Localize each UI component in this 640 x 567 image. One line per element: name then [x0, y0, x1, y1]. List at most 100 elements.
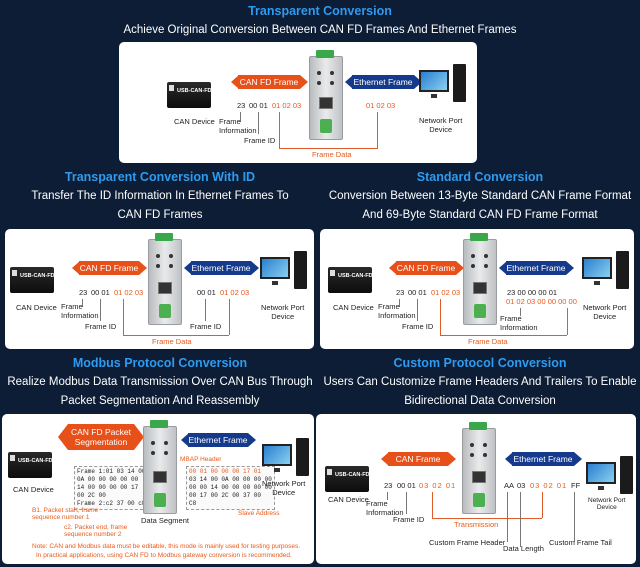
- section1-title: Transparent Conversion: [248, 4, 392, 18]
- can-line-2: 0A 00 00 00 00 00: [77, 476, 139, 484]
- section5-panel: USB-CAN-FD CAN Device CAN Frame 23 00 01…: [316, 414, 636, 564]
- can-ethernet-gateway: [309, 50, 343, 140]
- section4-subtitle-line2: Packet Segmentation And Reassembly: [60, 395, 260, 407]
- can-ethernet-gateway: [148, 233, 182, 325]
- can-bytes-data: 01 02 03: [431, 288, 461, 297]
- ethernet-frame-arrow: Ethernet Frame: [191, 261, 251, 275]
- can-bytes-id: 00 01: [397, 481, 416, 490]
- can-line-4: 00 2C 00: [77, 492, 106, 500]
- eth-line-3: 00 00 14 00 00 00 00 00: [189, 484, 272, 492]
- frame-information-label: Frame Information: [366, 499, 404, 517]
- can-bytes-data: 03 02 01: [419, 481, 457, 490]
- ethernet-frame-arrow: Ethernet Frame: [188, 433, 248, 447]
- section2-subtitle-line2: CAN FD Frames: [117, 209, 203, 221]
- can-bytes-id: 00 01: [408, 288, 427, 297]
- eth-bytes-data: 01 02 03 00 00 00 00: [506, 297, 577, 306]
- section4-title: Modbus Protocol Conversion: [72, 356, 248, 370]
- can-fd-packet-segmentation-arrow: CAN FD Packet Segmentation: [68, 424, 134, 450]
- can-fd-frame-arrow: CAN FD Frame: [79, 261, 139, 275]
- can-device-label: CAN Device: [333, 303, 374, 312]
- can-bytes-info: 23: [384, 481, 393, 490]
- network-port-device-label: Network Port Device: [419, 116, 463, 134]
- frame-id-label: Frame ID: [244, 136, 276, 145]
- section5-subtitle-line1: Users Can Customize Frame Headers And Tr…: [323, 376, 637, 388]
- usb-can-fd-device: USB-CAN-FD: [328, 267, 373, 293]
- can-frame-arrow: CAN Frame: [388, 452, 448, 466]
- eth-bytes-head: AA: [504, 481, 515, 490]
- note-line-1: Note: CAN and Modbus data must be editab…: [32, 543, 301, 550]
- eth-bytes-data: 03 02 01: [530, 481, 568, 490]
- eth-bytes-head: 23 00 00 00 01: [507, 288, 558, 297]
- custom-frame-header-label: Custom Frame Header: [429, 538, 506, 547]
- can-bytes-info: 23: [237, 101, 246, 110]
- eth-bytes-len: 03: [517, 481, 526, 490]
- frame-data-label: Frame Data: [152, 337, 192, 346]
- ethernet-frame-arrow: Ethernet Frame: [352, 75, 414, 89]
- frame-information-label-eth: Frame Information: [500, 314, 538, 332]
- frame-id-label: Frame ID: [393, 515, 425, 524]
- ethernet-frame-arrow: Ethernet Frame: [512, 452, 574, 466]
- section4-panel: USB-CAN-FD CAN Device CAN FD Packet Segm…: [2, 414, 314, 564]
- network-port-device-label: Network Port Device: [262, 479, 306, 497]
- can-fd-frame-arrow: CAN FD Frame: [238, 75, 300, 89]
- can-frame-data-block: Frame 1:01 03 14 00 0A 00 00 00 00 00 14…: [74, 466, 149, 511]
- packet-end-note: c2. Packet end, frame sequence number 2: [64, 524, 128, 539]
- ethernet-frame-data-block: 00 01 00 00 00 17 01 03 14 00 0A 00 00 0…: [186, 466, 275, 511]
- ethernet-frame-arrow: Ethernet Frame: [506, 261, 566, 275]
- can-ethernet-gateway: [462, 422, 496, 514]
- eth-line-4: 00 17 00 2C 00 37 00: [189, 492, 262, 500]
- section2-subtitle-line1: Transfer The ID Information In Ethernet …: [31, 190, 289, 202]
- can-fd-frame-arrow: CAN FD Frame: [396, 261, 456, 275]
- eth-bytes-data: 01 02 03: [220, 288, 250, 297]
- data-segment-label: Data Segment: [141, 516, 189, 525]
- usb-can-fd-device: USB-CAN-FD: [8, 452, 53, 478]
- can-device-label: CAN Device: [174, 117, 215, 126]
- frame-data-label: Frame Data: [468, 337, 508, 346]
- network-port-device-label: Network Port Device: [261, 303, 305, 321]
- mbap-header-label: MBAP Header: [180, 456, 222, 463]
- section2-panel: USB-CAN-FD CAN Device CAN FD Frame 23 00…: [5, 229, 314, 349]
- frame-information-label: Frame Information: [219, 117, 257, 135]
- eth-bytes-id: 00 01: [197, 288, 216, 297]
- can-device-label: CAN Device: [13, 485, 54, 494]
- can-bytes-id: 00 01: [91, 288, 110, 297]
- can-ethernet-gateway: [143, 420, 177, 514]
- section3-title: Standard Conversion: [416, 170, 544, 184]
- usb-can-fd-device: USB-CAN-FD: [167, 82, 212, 108]
- packet-start-note: B1. Packet start, frame sequence number …: [32, 507, 99, 522]
- section1-panel: USB-CAN-FD CAN Device CAN FD Frame 23 00…: [119, 42, 477, 163]
- section1-subtitle: Achieve Original Conversion Between CAN …: [123, 24, 517, 36]
- slave-address-label: Slave Address: [238, 510, 280, 517]
- eth-line-1: 00 01 00 00 00 17 01: [189, 468, 262, 475]
- can-line-1: Frame 1:01 03 14 00: [77, 468, 146, 475]
- transmission-label: Transmission: [454, 520, 499, 529]
- frame-id-label-eth: Frame ID: [190, 322, 222, 331]
- can-line-5: Frame 2:c2 37 00 c8: [77, 500, 146, 508]
- data-length-label: Data Length: [503, 544, 544, 553]
- frame-information-label: Frame Information: [61, 302, 99, 320]
- can-bytes-id: 00 01: [249, 101, 268, 110]
- section3-subtitle-line1: Conversion Between 13-Byte Standard CAN …: [328, 190, 632, 202]
- eth-line-5: C8: [189, 500, 197, 508]
- eth-bytes-data: 01 02 03: [366, 101, 396, 110]
- can-bytes-data: 01 02 03: [272, 101, 302, 110]
- can-bytes-info: 23: [79, 288, 88, 297]
- custom-frame-tail-label: Custom Frame Tail: [549, 538, 612, 547]
- section2-title: Transparent Conversion With ID: [64, 170, 256, 184]
- usb-can-fd-device: USB-CAN-FD: [325, 466, 370, 492]
- can-device-label: CAN Device: [16, 303, 57, 312]
- frame-information-label: Frame Information: [378, 302, 416, 320]
- network-port-device-label: Network Port Device: [583, 303, 627, 321]
- section3-panel: USB-CAN-FD CAN Device CAN FD Frame 23 00…: [320, 229, 634, 349]
- section3-subtitle-line2: And 69-Byte Standard CAN FD Frame Format: [362, 209, 598, 221]
- note-line-2: In practical applications, using CAN FD …: [36, 552, 292, 559]
- frame-id-label: Frame ID: [402, 322, 434, 331]
- eth-line-2: 03 14 00 0A 00 00 00 00: [189, 476, 272, 484]
- can-ethernet-gateway: [463, 233, 497, 325]
- section5-title: Custom Protocol Conversion: [393, 356, 567, 370]
- usb-can-fd-device: USB-CAN-FD: [10, 267, 55, 293]
- network-port-device-label: Network Port Device: [588, 497, 626, 512]
- can-bytes-info: 23: [396, 288, 405, 297]
- frame-id-label: Frame ID: [85, 322, 117, 331]
- section5-subtitle-line2: Bidirectional Data Conversion: [404, 395, 556, 407]
